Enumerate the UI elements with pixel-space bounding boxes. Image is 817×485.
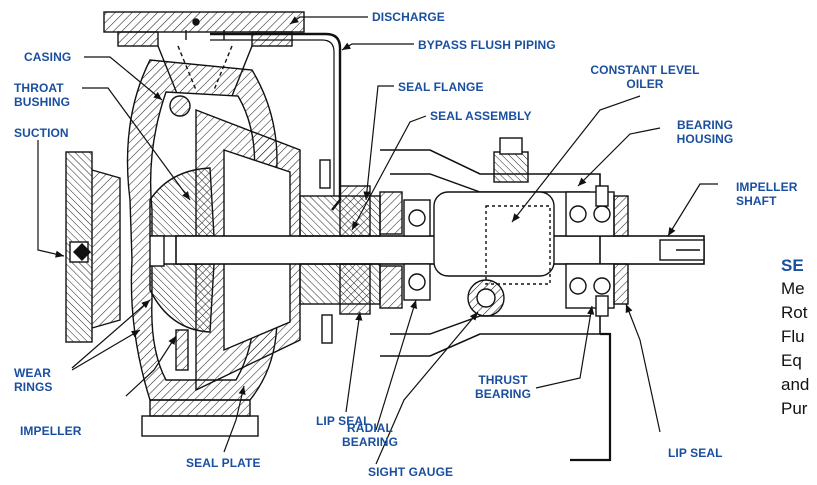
leader-wear-rings-2 bbox=[71, 329, 141, 371]
radial-bearing bbox=[403, 199, 431, 237]
leader-lip-seal-left bbox=[345, 311, 363, 413]
leader-suction bbox=[37, 140, 65, 258]
label-impeller-top: IMPELLER bbox=[736, 180, 798, 194]
label-suction: SUCTION bbox=[14, 126, 69, 140]
leader-thrust-bearing bbox=[535, 305, 595, 389]
leader-bypass bbox=[341, 42, 414, 51]
leader-seal-flange bbox=[363, 85, 394, 201]
bearing-housing bbox=[380, 149, 601, 357]
label-shaft: SHAFT bbox=[736, 194, 777, 208]
leader-throat bbox=[82, 87, 191, 201]
leader-sight-gauge bbox=[375, 311, 479, 465]
bypass-flush-pipe bbox=[210, 32, 342, 211]
label-thrust-bearing: BEARING bbox=[474, 387, 532, 401]
leader-bearing-housing bbox=[577, 127, 661, 187]
leader-casing bbox=[84, 56, 163, 101]
label-lip-seal-left: LIP SEAL bbox=[316, 414, 371, 428]
leader-shaft bbox=[667, 183, 718, 237]
label-constant-level: CONSTANT LEVEL bbox=[590, 63, 700, 77]
label-thrust: THRUST bbox=[478, 373, 528, 387]
leader-radial-bearing bbox=[375, 299, 417, 431]
discharge-flange bbox=[103, 11, 305, 33]
side-heading: SE bbox=[781, 256, 804, 275]
label-impeller: IMPELLER bbox=[20, 424, 82, 438]
label-oiler: OILER bbox=[626, 77, 664, 91]
label-rings: RINGS bbox=[14, 380, 53, 394]
label-seal-assembly: SEAL ASSEMBLY bbox=[430, 109, 532, 123]
label-radial-bearing: BEARING bbox=[341, 435, 399, 449]
label-seal-plate: SEAL PLATE bbox=[186, 456, 261, 470]
label-bypass-flush-piping: BYPASS FLUSH PIPING bbox=[418, 38, 556, 52]
label-sight-gauge: SIGHT GAUGE bbox=[368, 465, 454, 479]
side-line: Eq bbox=[781, 351, 802, 370]
label-seal-flange: SEAL FLANGE bbox=[398, 80, 484, 94]
label-bearing: BEARING bbox=[676, 118, 734, 132]
label-bushing: BUSHING bbox=[14, 95, 71, 109]
side-line: Flu bbox=[781, 327, 805, 346]
side-line: Rot bbox=[781, 303, 808, 322]
leader-impeller bbox=[125, 335, 177, 397]
constant-level-oiler bbox=[493, 151, 529, 183]
leader-oiler bbox=[511, 95, 641, 223]
label-radial: RADIAL bbox=[347, 421, 393, 435]
label-lip-seal-right: LIP SEAL bbox=[668, 446, 723, 460]
leader-seal-plate bbox=[223, 385, 246, 453]
side-line: Pur bbox=[781, 399, 808, 418]
leader-seal-assembly bbox=[351, 115, 427, 231]
side-line: and bbox=[781, 375, 810, 394]
label-wear: WEAR bbox=[14, 366, 52, 380]
lip-seal-right bbox=[613, 195, 629, 237]
leader-lip-seal-right bbox=[625, 303, 661, 433]
leader-discharge bbox=[289, 16, 368, 25]
side-line: Me bbox=[781, 279, 805, 298]
label-throat: THROAT bbox=[14, 81, 64, 95]
leader-wear-rings-1 bbox=[71, 299, 151, 369]
label-housing: HOUSING bbox=[676, 132, 734, 146]
label-casing: CASING bbox=[24, 50, 72, 64]
label-discharge: DISCHARGE bbox=[372, 10, 445, 24]
